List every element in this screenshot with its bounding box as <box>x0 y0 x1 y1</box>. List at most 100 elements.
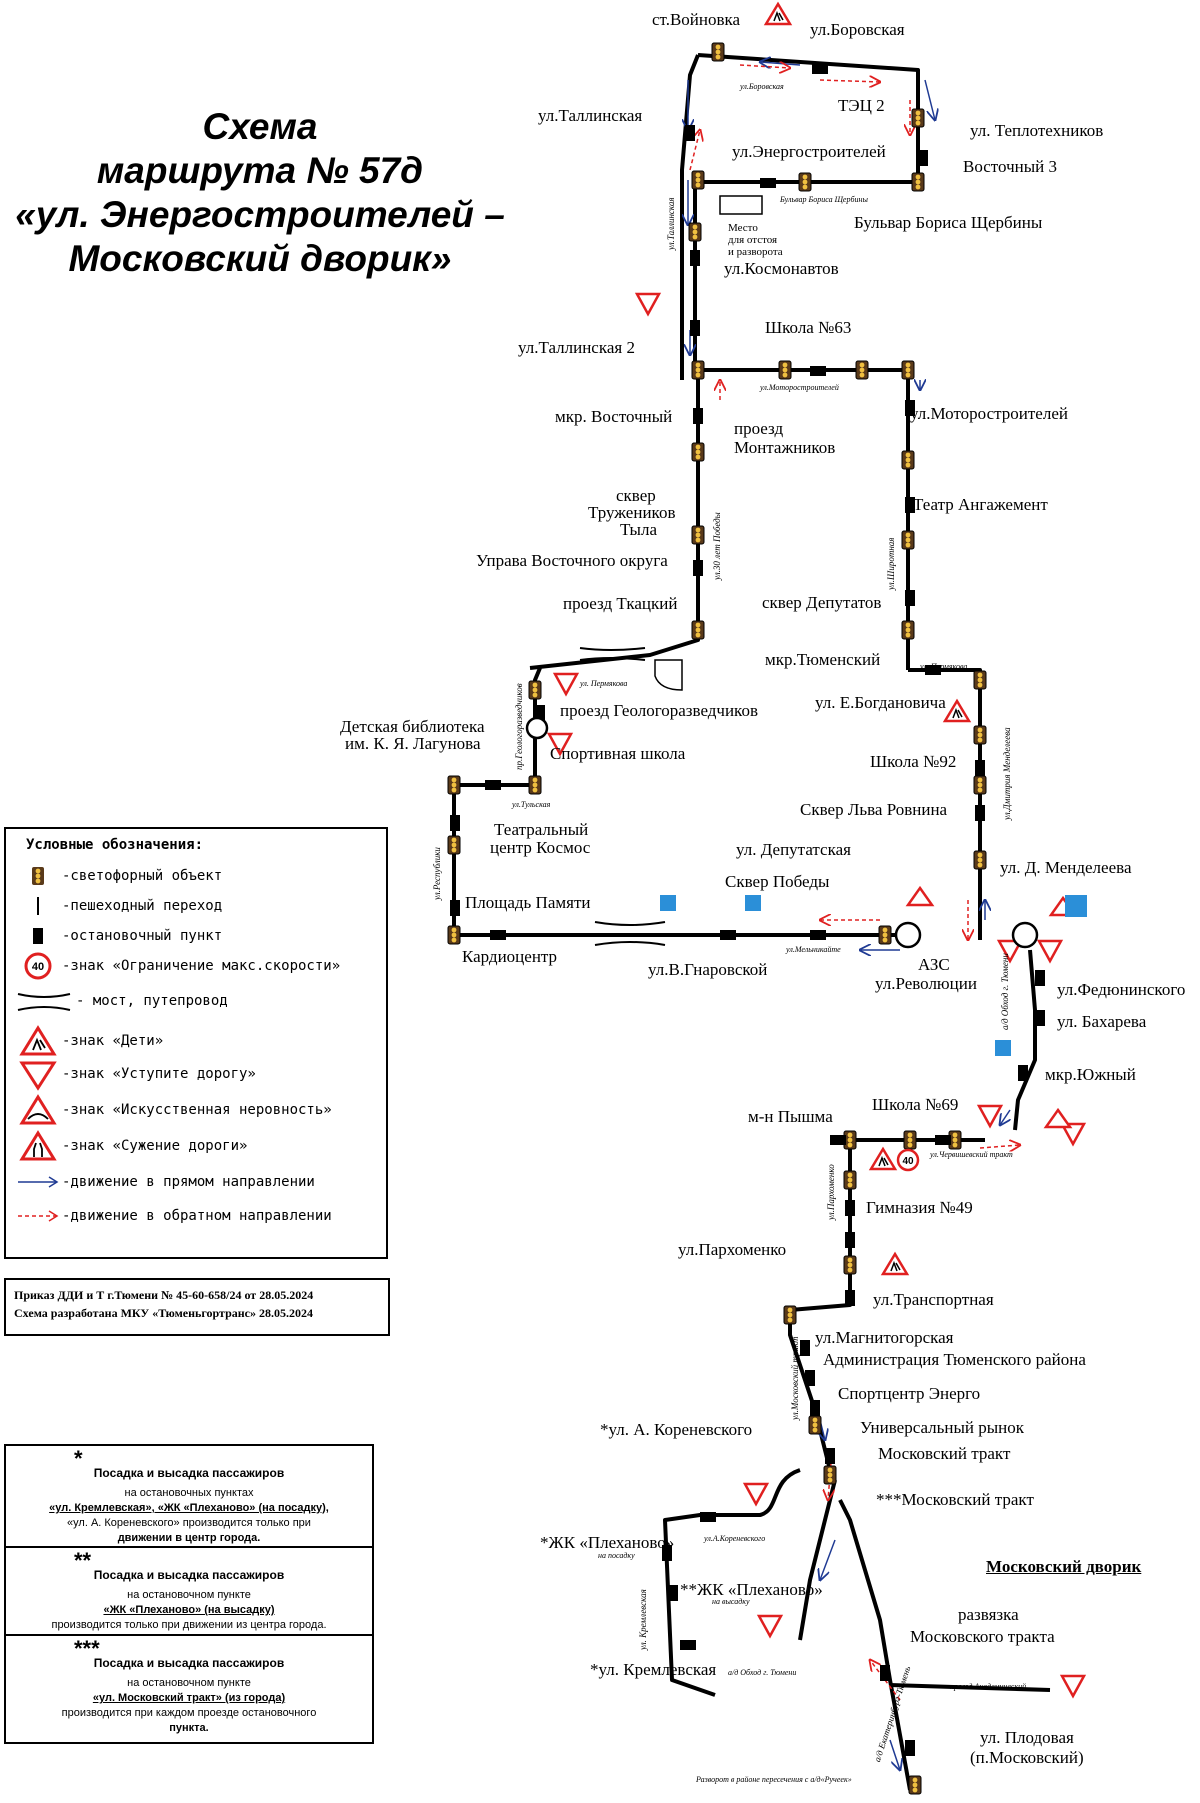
stop-label: Школа №69 <box>872 1095 959 1114</box>
street-label: ул.Московский тракт <box>790 1336 800 1421</box>
return-arrow-icon <box>18 1210 59 1222</box>
stop-label: Гимназия №49 <box>866 1198 973 1217</box>
stop-label: Школа №92 <box>870 752 957 771</box>
note-2: ** Посадка и высадка пассажиров на остан… <box>6 1550 372 1633</box>
stop-label: Московский тракт <box>878 1444 1011 1463</box>
stop-label: АЗС <box>918 955 950 974</box>
legend-row-traffic-light: -светофорный объект <box>6 859 390 893</box>
stop-label: *ЖК «Плеханово» <box>540 1533 675 1552</box>
legend-row-forward: -движение в прямом направлении <box>6 1165 390 1199</box>
legend-row-speed-bump: -знак «Искусственная неровность» <box>6 1093 390 1127</box>
order-line-2: Схема разработана МКУ «Тюменьгортранс» 2… <box>14 1306 313 1320</box>
street-label: ул. Пермякова <box>920 662 968 671</box>
destination-label: Московский дворик <box>986 1557 1142 1576</box>
bridge-markers <box>579 647 666 946</box>
street-label: ул.А.Кореневского <box>704 1534 766 1543</box>
stop-label: Монтажников <box>734 438 836 457</box>
stop-label: ул.Федюнинского <box>1057 980 1186 999</box>
legend-text: -светофорный объект <box>62 868 223 884</box>
street-label: ул.Червишевский тракт <box>930 1150 1013 1159</box>
street-label: ул.Тульская <box>512 800 551 809</box>
speed-bump-sign-icon <box>19 1094 57 1125</box>
stop-label: Московского тракта <box>910 1627 1055 1646</box>
legend-text: -знак «Ограничение макс.скорости» <box>62 958 341 974</box>
route-lines <box>452 53 1051 1791</box>
note-head: Посадка и высадка пассажиров <box>93 1568 285 1582</box>
traffic-lights <box>447 42 987 1795</box>
parking-label-2: для отстоя <box>728 234 778 246</box>
stop-label: Площадь Памяти <box>465 893 591 912</box>
stop-label: Спортивная школа <box>550 744 686 763</box>
note-head: Посадка и высадка пассажиров <box>93 1656 285 1670</box>
legend-text: - мост, путепровод <box>76 993 228 1009</box>
stop-label: *ул. Кремлевская <box>590 1660 717 1679</box>
legend-text: -знак «Искусственная неровность» <box>62 1102 332 1118</box>
note-3: *** Посадка и высадка пассажиров на оста… <box>6 1636 372 1736</box>
stop-label: Детская библиотека <box>340 717 485 736</box>
stop-label: мкр.Тюменский <box>765 650 881 669</box>
stop-label: им. К. Я. Лагунова <box>345 734 481 753</box>
legend-text: -движение в прямом направлении <box>62 1174 315 1190</box>
bridge-icon <box>17 993 71 1011</box>
stop-label: ул.Боровская <box>810 20 905 39</box>
order-box: Приказ ДДИ и Т г.Тюмени № 45-60-658/24 о… <box>4 1278 390 1336</box>
legend-row-crosswalk: -пешеходный переход <box>6 889 390 923</box>
legend-title: Условные обозначения: <box>26 837 204 853</box>
note-line: движении в центр города. <box>117 1532 261 1544</box>
bus-stops <box>450 64 1045 1756</box>
legend-text: -знак «Дети» <box>62 1033 164 1049</box>
note-line: производится при каждом проезде останово… <box>61 1707 317 1719</box>
street-label: ул.Республики <box>432 847 442 900</box>
stop-label: мкр. Восточный <box>555 407 673 426</box>
stop-label: ул.Революции <box>875 974 977 993</box>
stop-label: проезд <box>734 419 784 438</box>
map-title: Схема маршрута № 57д «ул. Энергостроител… <box>0 105 520 281</box>
legend-row-speed-limit: 40 -знак «Ограничение макс.скорости» <box>6 949 390 983</box>
street-label: ул.Моторостроителей <box>760 383 839 392</box>
stop-label: Администрация Тюменского района <box>823 1350 1086 1369</box>
title-line-4: Московский дворик» <box>68 238 452 279</box>
stop-label: сквер Депутатов <box>762 593 882 612</box>
legend-row-children: -знак «Дети» <box>6 1024 390 1058</box>
stop-label: мкр.Южный <box>1045 1065 1136 1084</box>
legend-row-road-narrows: -знак «Сужение дороги» <box>6 1129 390 1163</box>
note-line: «ул. Кремлевская», «ЖК «Плеханово» (на п… <box>49 1502 329 1514</box>
street-label: на посадку <box>598 1551 635 1560</box>
legend-text: -движение в обратном направлении <box>62 1208 332 1224</box>
title-line-2: маршрута № 57д <box>96 150 424 191</box>
street-label: пр.Геологоразведчиков <box>514 683 524 770</box>
stop-label: **ЖК «Плеханово» <box>680 1580 823 1599</box>
legend-row-bridge: - мост, путепровод <box>6 984 390 1018</box>
note-divider <box>6 1546 372 1548</box>
legend-text: -пешеходный переход <box>62 898 223 914</box>
note-mark: *** <box>74 1636 100 1661</box>
street-label: ул.Широтная <box>886 537 896 590</box>
roundabouts <box>525 716 1039 949</box>
children-sign-icon <box>19 1025 57 1056</box>
stop-label: ул.Пархоменко <box>678 1240 787 1259</box>
stop-label: *ул. А. Кореневского <box>600 1420 753 1439</box>
stop-label: Кардиоцентр <box>462 947 558 966</box>
stop-label: ул.Таллинская <box>538 106 643 125</box>
street-label: ул. Пермякова <box>580 679 628 688</box>
legend-row-bus-stop: -остановочный пункт <box>6 919 390 953</box>
street-label: ул.30 лет Победы <box>712 512 722 580</box>
stop-label: Театральный <box>494 820 589 839</box>
speed-limit-value: 40 <box>902 1156 914 1167</box>
stop-label: ул.В.Гнаровской <box>648 960 768 979</box>
stop-label: ул.Космонавтов <box>724 259 839 278</box>
street-label: проезд Академический <box>950 1682 1027 1691</box>
traffic-light-icon <box>32 867 44 885</box>
stop-label: ст.Войновка <box>652 10 741 29</box>
note-head: Посадка и высадка пассажиров <box>93 1466 285 1480</box>
parking-label-1: Место <box>728 222 758 234</box>
note-line: пункта. <box>169 1722 209 1734</box>
stop-label: ТЭЦ 2 <box>838 96 885 115</box>
legend-text: -остановочный пункт <box>62 928 223 944</box>
bus-stop-icon <box>33 928 43 944</box>
crosswalk-icon <box>37 897 39 915</box>
stop-label: ул. Плодовая <box>980 1728 1074 1747</box>
stop-label: ул.Таллинская 2 <box>518 338 635 357</box>
note-line: на остановочном пункте <box>127 1677 251 1689</box>
road-signs: 40 <box>547 2 1086 1698</box>
